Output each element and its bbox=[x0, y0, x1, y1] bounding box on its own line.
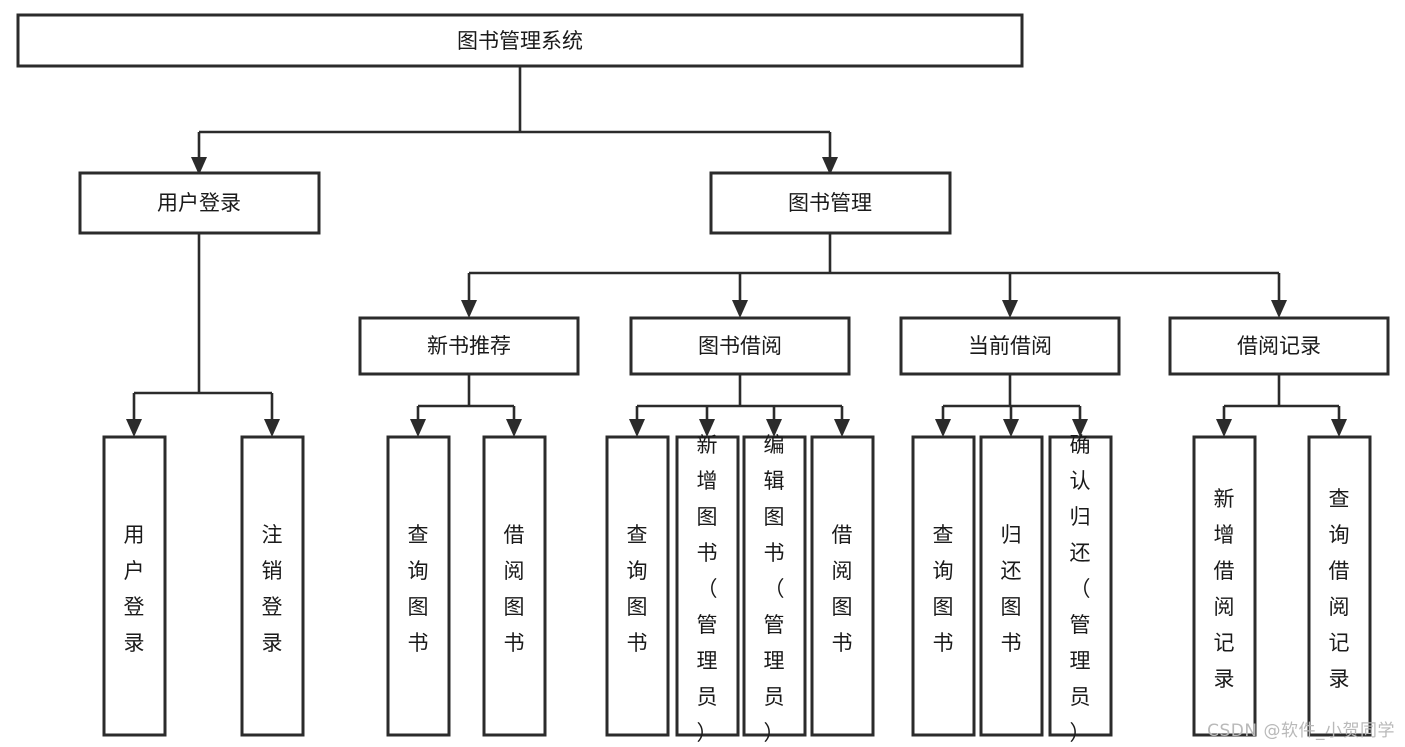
node-book-management[interactable]: 图书管理 bbox=[709, 171, 952, 235]
node-leaf-cb-return-book-label: 归还图书 bbox=[1001, 523, 1022, 655]
node-leaf-cb-return-book[interactable]: 归还图书 bbox=[979, 435, 1044, 737]
node-leaf-br-query-record-label: 查询借阅记录 bbox=[1329, 487, 1350, 691]
node-book-management-label: 图书管理 bbox=[788, 191, 872, 215]
connector-user-login-to-leaves bbox=[126, 233, 280, 437]
connector-book-borrow-to-leaves bbox=[629, 374, 850, 437]
node-book-borrow[interactable]: 图书借阅 bbox=[629, 316, 851, 376]
node-leaf-logout-label: 注销登录 bbox=[262, 523, 283, 655]
node-leaf-nbr-borrow-book[interactable]: 借阅图书 bbox=[482, 435, 547, 737]
node-leaf-nbr-query-book-label: 查询图书 bbox=[408, 523, 429, 655]
node-borrow-record[interactable]: 借阅记录 bbox=[1168, 316, 1390, 376]
node-new-book-recommend-label: 新书推荐 bbox=[427, 334, 511, 358]
node-leaf-cb-query-book-label: 查询图书 bbox=[933, 523, 954, 655]
node-leaf-cb-confirm-return-label: 确认归还（管理员） bbox=[1070, 433, 1091, 745]
node-leaf-bb-borrow-book-label: 借阅图书 bbox=[832, 523, 853, 655]
node-leaf-bb-query-book[interactable]: 查询图书 bbox=[605, 435, 670, 737]
node-borrow-record-label: 借阅记录 bbox=[1237, 334, 1321, 358]
node-leaf-bb-edit-book-label: 编辑图书（管理员） bbox=[764, 433, 785, 745]
connector-current-borrow-to-leaves bbox=[935, 374, 1088, 437]
node-user-login[interactable]: 用户登录 bbox=[78, 171, 321, 235]
connector-book-manage-to-level3 bbox=[461, 233, 1287, 318]
node-leaf-nbr-borrow-book-label: 借阅图书 bbox=[504, 523, 525, 655]
node-leaf-cb-query-book[interactable]: 查询图书 bbox=[911, 435, 976, 737]
node-book-borrow-label: 图书借阅 bbox=[698, 334, 782, 358]
node-leaf-cb-confirm-return[interactable]: 确认归还（管理员） bbox=[1048, 433, 1113, 745]
connector-new-book-to-leaves bbox=[410, 374, 522, 437]
node-leaf-bb-borrow-book[interactable]: 借阅图书 bbox=[810, 435, 875, 737]
node-new-book-recommend[interactable]: 新书推荐 bbox=[358, 316, 580, 376]
node-leaf-br-query-record[interactable]: 查询借阅记录 bbox=[1307, 435, 1372, 737]
node-leaf-bb-add-book[interactable]: 新增图书（管理员） bbox=[675, 433, 740, 745]
node-leaf-bb-add-book-label: 新增图书（管理员） bbox=[697, 433, 718, 745]
node-leaf-bb-edit-book[interactable]: 编辑图书（管理员） bbox=[742, 433, 807, 745]
node-leaf-br-add-record-label: 新增借阅记录 bbox=[1214, 487, 1235, 691]
node-user-login-label: 用户登录 bbox=[157, 191, 241, 215]
node-root-label: 图书管理系统 bbox=[457, 29, 583, 53]
connectors-layer bbox=[126, 66, 1347, 437]
connector-borrow-record-to-leaves bbox=[1216, 374, 1347, 437]
connector-root-to-level2 bbox=[191, 66, 838, 175]
node-root[interactable]: 图书管理系统 bbox=[16, 13, 1024, 68]
node-leaf-nbr-query-book[interactable]: 查询图书 bbox=[386, 435, 451, 737]
node-leaf-br-add-record[interactable]: 新增借阅记录 bbox=[1192, 435, 1257, 737]
node-current-borrow-label: 当前借阅 bbox=[968, 334, 1052, 358]
node-leaf-user-login-label: 用户登录 bbox=[124, 523, 145, 655]
node-leaf-bb-query-book-label: 查询图书 bbox=[627, 523, 648, 655]
node-current-borrow[interactable]: 当前借阅 bbox=[899, 316, 1121, 376]
node-leaf-user-login[interactable]: 用户登录 bbox=[102, 435, 167, 737]
node-leaf-logout[interactable]: 注销登录 bbox=[240, 435, 305, 737]
